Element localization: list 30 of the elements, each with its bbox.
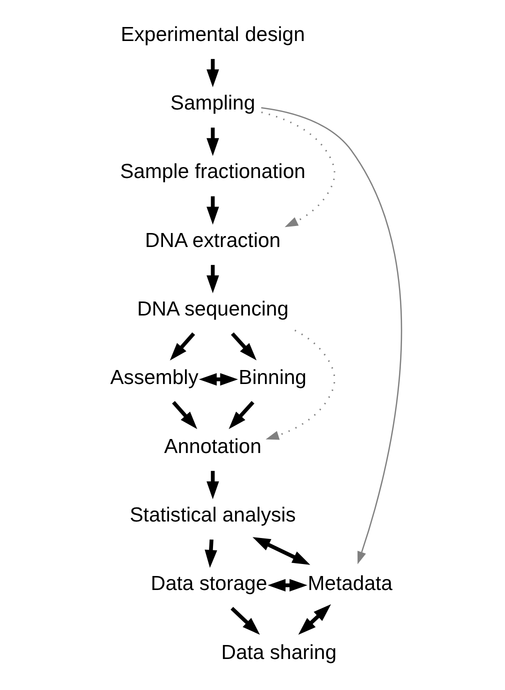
node-text: DNA sequencing [136,298,288,321]
arrow [172,400,197,430]
arrow [206,58,219,88]
node-text: Metadata [307,573,392,596]
arrow [230,332,256,360]
arrow [265,330,335,440]
arrow [228,400,254,430]
node-text: Assembly [110,367,198,390]
node-text: Sample fractionation [120,161,305,184]
node-text: Data storage [150,573,267,596]
arrow [230,606,260,635]
arrow [206,470,219,500]
arrow [267,579,307,592]
arrow [198,373,238,386]
arrow [298,604,331,635]
node-text: Experimental design [120,24,304,46]
arrow [252,537,310,565]
arrow [260,107,402,564]
node-text: DNA extraction [144,230,280,252]
node-text: Statistical analysis [129,504,296,526]
node-text: Annotation [164,436,261,458]
arrow [206,196,219,225]
node-text: Binning [238,367,306,390]
node-text: Sampling [170,92,255,115]
arrow [204,539,217,568]
arrow [206,128,219,156]
arrow [260,112,335,228]
arrow [169,332,195,360]
arrow [206,264,219,294]
node-text: Data sharing [220,642,336,664]
